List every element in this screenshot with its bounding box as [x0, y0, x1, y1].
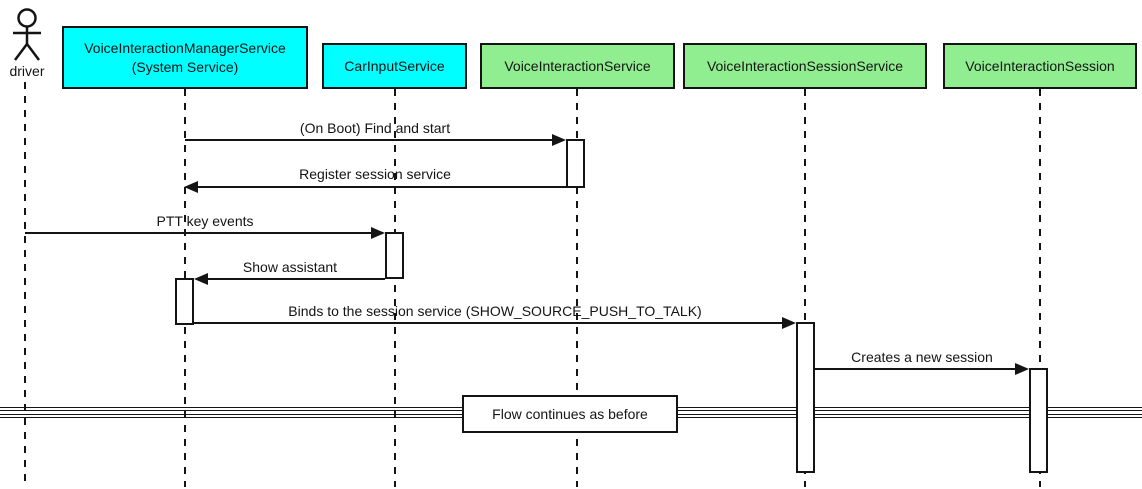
actor-driver: driver	[4, 6, 50, 79]
message-line	[194, 322, 783, 324]
message-label: (On Boot) Find and start	[299, 120, 451, 136]
arrowhead-right-icon	[782, 317, 796, 329]
message-label: Creates a new session	[851, 349, 993, 365]
activation-bar-voice-interaction-manager-service	[175, 278, 194, 325]
participant-label: VoiceInteractionManagerService	[84, 40, 286, 57]
participant-label: VoiceInteractionSessionService	[706, 57, 904, 74]
participant-car-input-service: CarInputService	[322, 43, 467, 89]
actor-stick-figure-icon	[13, 8, 41, 61]
arrowhead-left-icon	[184, 181, 198, 193]
lifeline-voice-interaction-session-service	[804, 89, 806, 487]
participant-voice-interaction-session-service: VoiceInteractionSessionService	[683, 43, 927, 89]
divider-label: Flow continues as before	[492, 406, 648, 422]
message-label: Show assistant	[242, 259, 338, 275]
activation-bar-car-input-service	[385, 232, 404, 279]
message-line	[185, 139, 553, 141]
activation-bar-voice-interaction-session	[1029, 368, 1048, 473]
activation-bar-voice-interaction-service	[566, 139, 585, 188]
arrowhead-left-icon	[194, 273, 208, 285]
message-label: Register session service	[299, 166, 451, 182]
arrowhead-right-icon	[371, 227, 385, 239]
message-label: Binds to the session service (SHOW_SOURC…	[288, 303, 702, 319]
lifeline-driver	[24, 82, 26, 487]
message-line	[208, 278, 385, 280]
activation-bar-voice-interaction-session-service	[796, 322, 815, 473]
participant-voice-interaction-manager-service: VoiceInteractionManagerService (System S…	[62, 26, 308, 89]
lifeline-voice-interaction-service	[576, 89, 578, 487]
message-line	[198, 186, 566, 188]
arrowhead-right-icon	[552, 134, 566, 146]
actor-label: driver	[9, 63, 45, 79]
participant-label: VoiceInteractionSession	[965, 57, 1115, 74]
participant-sublabel: (System Service)	[131, 58, 239, 75]
arrowhead-right-icon	[1015, 363, 1029, 375]
participant-label: CarInputService	[344, 57, 445, 74]
lifeline-car-input-service	[394, 89, 396, 487]
participant-label: VoiceInteractionService	[504, 57, 651, 74]
lifeline-voice-interaction-session	[1039, 89, 1041, 487]
participant-voice-interaction-service: VoiceInteractionService	[480, 43, 675, 89]
message-label: PTT key events	[156, 213, 254, 229]
divider-label-box: Flow continues as before	[462, 395, 678, 433]
participant-voice-interaction-session: VoiceInteractionSession	[943, 43, 1137, 89]
message-line	[815, 368, 1016, 370]
message-line	[25, 232, 372, 234]
